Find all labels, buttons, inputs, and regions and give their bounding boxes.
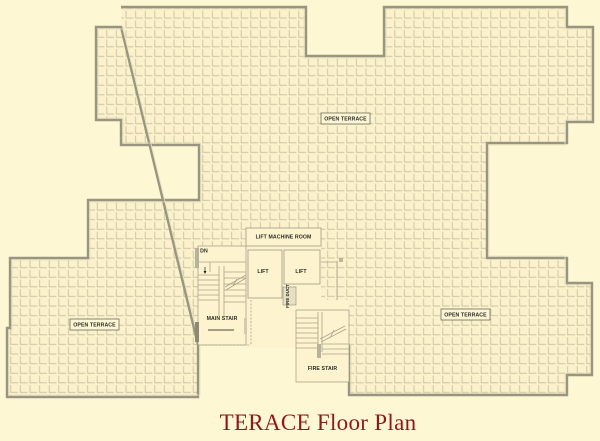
label-open-terrace-right: OPEN TERRACE: [440, 308, 491, 321]
plan-title: TERACE Floor Plan: [219, 410, 417, 435]
core-wall: [321, 261, 338, 300]
label-lift-machine-room: LIFT MACHINE ROOM: [256, 235, 312, 241]
svg-text:OPEN TERRACE: OPEN TERRACE: [444, 313, 487, 319]
label-dn: DN: [200, 249, 208, 255]
label-lift-2: LIFT: [295, 269, 307, 275]
label-fire-stair: FIRE STAIR: [308, 366, 338, 372]
svg-text:OPEN TERRACE: OPEN TERRACE: [73, 323, 116, 329]
main-stair-wall-hatch: [195, 248, 199, 268]
parapet-wall: [5, 5, 595, 399]
lift-2: [283, 249, 321, 285]
main-stair-wall-hatch: [195, 322, 199, 342]
dn-arrow-icon: [203, 271, 207, 274]
label-lift-1: LIFT: [257, 269, 269, 275]
lift-1: [247, 249, 283, 299]
main-stair-wall-hatch: [244, 318, 247, 334]
label-fire-duct: FIRE DUCT: [285, 284, 290, 308]
core: [195, 227, 350, 383]
lift-machine-room: [245, 227, 322, 247]
label-open-terrace-left: OPEN TERRACE: [69, 318, 120, 331]
shaft-marker: [339, 258, 343, 262]
svg-text:OPEN TERRACE: OPEN TERRACE: [324, 117, 367, 123]
main-stair: [197, 245, 252, 346]
fire-duct: [282, 286, 297, 306]
label-open-terrace-top: OPEN TERRACE: [320, 112, 371, 125]
fire-stair-wall-hatch: [317, 344, 321, 358]
label-main-stair: MAIN STAIR: [207, 316, 238, 322]
